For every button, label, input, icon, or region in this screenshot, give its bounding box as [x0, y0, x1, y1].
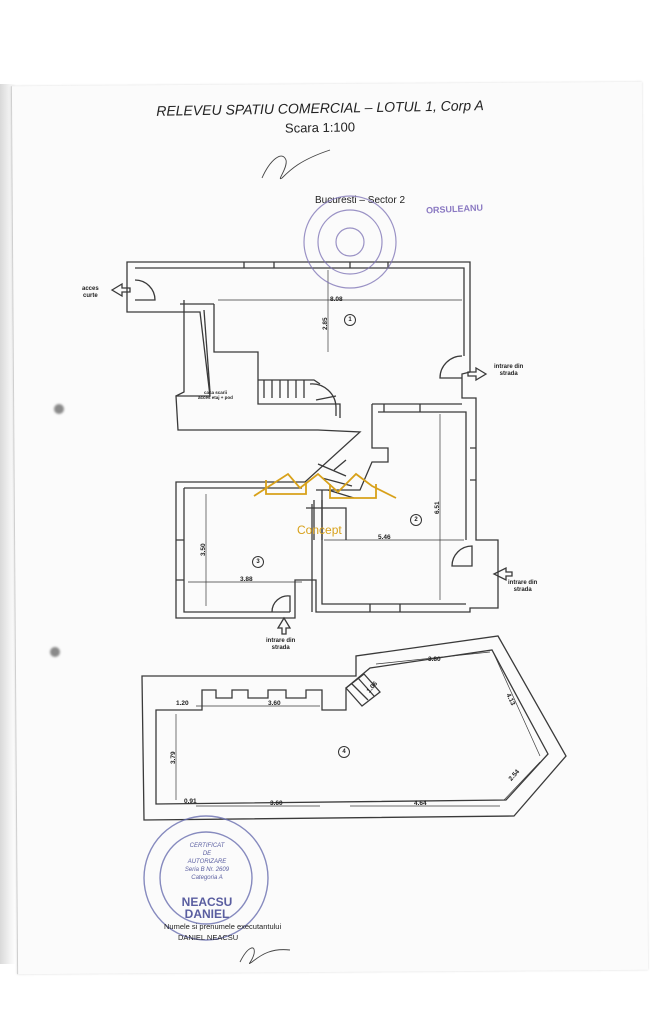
stamp-bottom-certificate: CERTIFICAT DE AUTORIZARE Seria B Nr. 260…: [184, 843, 230, 881]
upper-floor-outline: [126, 261, 499, 619]
dimension-3-50: 3.50: [200, 543, 207, 556]
arrow-acces-curte: [110, 282, 131, 298]
corridor-walls: [316, 404, 389, 491]
stamp-bottom-seal: [143, 815, 269, 941]
arrow-intrare-bottom: [276, 616, 292, 635]
room-number-4: 4: [338, 746, 350, 758]
punch-hole-top: [54, 404, 64, 414]
dimension-3-79: 3.79: [170, 751, 177, 764]
stairs-middle: [317, 459, 355, 499]
door-swing-street-top: [439, 355, 463, 379]
dimension-1-20: 1.20: [176, 700, 189, 707]
lower-floor-outline: [141, 635, 567, 821]
dimension-2-85: 2.85: [322, 317, 329, 330]
stairs-lower: [345, 673, 381, 707]
signature-top: [261, 149, 331, 180]
concept-watermark-text: Concept: [297, 523, 342, 537]
dimension-6-51: 6.51: [434, 501, 441, 514]
arrow-intrare-right: [492, 566, 513, 582]
door-swing-street-right: [451, 545, 473, 567]
arrow-intrare-top: [467, 366, 488, 382]
stamp-top-seal: [303, 195, 397, 289]
door-swing-yard: [134, 279, 156, 301]
door-swing-street-bottom: [271, 595, 291, 613]
stairs-upper: [258, 379, 321, 398]
dimension-3-80: 3.80: [428, 656, 441, 663]
dimension-3-88: 3.88: [240, 576, 253, 583]
executant-caption: Numele si prenumele executantului: [164, 922, 282, 931]
executant-name: DANIEL NEACSU: [178, 933, 239, 942]
room-number-1: 1: [344, 314, 356, 326]
dimension-0-91: 0.91: [184, 798, 197, 805]
dimension-4-64: 4.64: [414, 800, 427, 807]
room-number-2: 2: [410, 514, 422, 526]
stamp-bottom-name: NEACSU DANIEL: [181, 895, 233, 921]
dimension-5-46: 5.46: [378, 534, 391, 541]
room1-inner-wall: [135, 267, 465, 356]
room1-inner-wall-left: [213, 304, 341, 418]
concept-watermark-logo: [253, 472, 397, 499]
dimension-3-60-bottom: 3.60: [270, 800, 283, 807]
signature-bottom: [239, 947, 291, 965]
punch-hole-bottom: [50, 647, 60, 657]
room-number-3: 3: [252, 556, 264, 568]
lower-floor-inner-wall: [155, 649, 549, 805]
dimension-3-60-top: 3.60: [268, 700, 281, 707]
dimension-8-08: 8.08: [330, 296, 343, 303]
location-label: Bucuresti – Sector 2: [314, 195, 406, 206]
